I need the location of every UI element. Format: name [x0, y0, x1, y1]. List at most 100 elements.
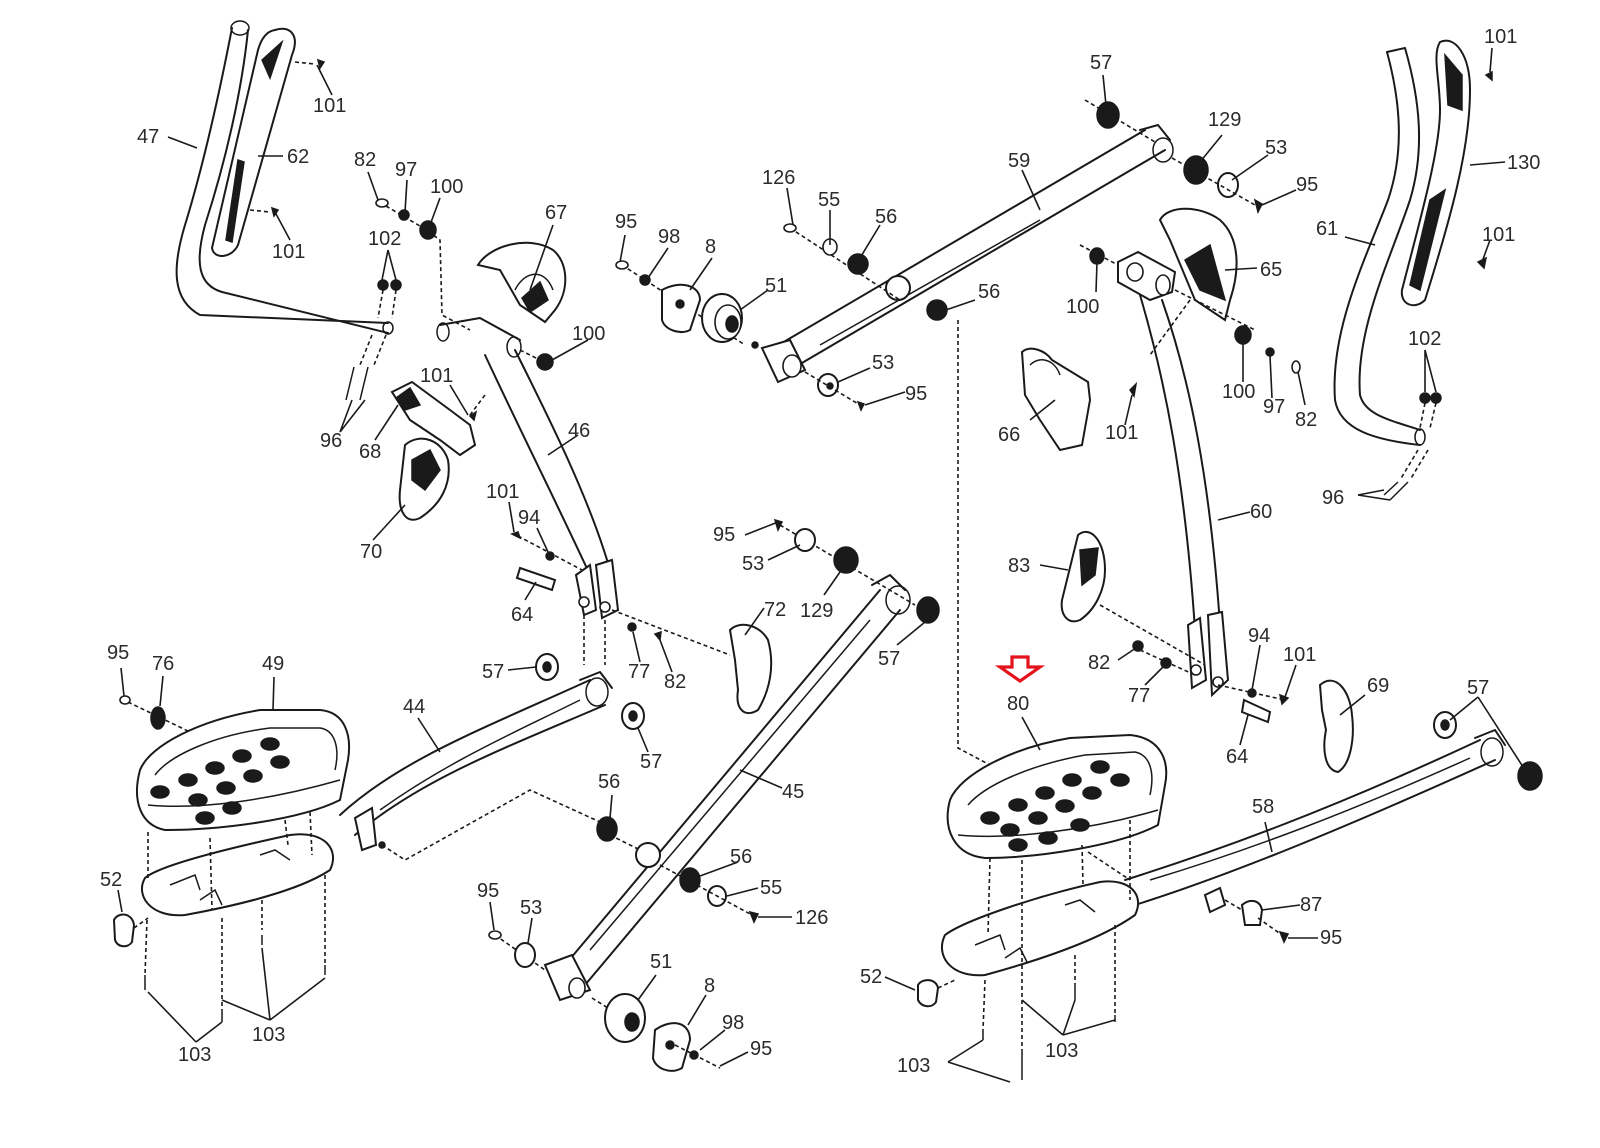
leader-lines — [117, 47, 1526, 1083]
callout-95: 95 — [477, 880, 499, 902]
callout-55: 55 — [818, 189, 840, 211]
pedal-base-plate-left — [112, 811, 335, 1022]
part-130-grip-right — [1400, 39, 1493, 307]
callout-102: 102 — [368, 228, 401, 250]
callout-103: 103 — [252, 1024, 285, 1046]
callout-96: 96 — [320, 430, 342, 452]
callout-82: 82 — [1088, 652, 1110, 674]
part-80-pedal-right — [946, 320, 1168, 860]
callout-labels: 47 62 101 101 82 97 100 102 67 100 96 68… — [100, 26, 1540, 1077]
callout-44: 44 — [403, 696, 425, 718]
callout-77: 77 — [628, 661, 650, 683]
callout-57: 57 — [482, 661, 504, 683]
part-45-lower-arm — [543, 574, 911, 1002]
part-62-grip-left — [211, 27, 296, 257]
part-68-pivot-cover — [390, 380, 486, 457]
callout-103: 103 — [897, 1055, 930, 1077]
callout-95: 95 — [107, 642, 129, 664]
callout-129: 129 — [1208, 109, 1241, 131]
part-47-upper-arm-left — [175, 20, 394, 335]
callout-126: 126 — [795, 907, 828, 929]
pedal-grip-dots-left — [150, 737, 290, 825]
roller-set-upper — [615, 99, 1263, 412]
callout-82: 82 — [354, 149, 376, 171]
callout-57: 57 — [640, 751, 662, 773]
part-59-arm — [751, 124, 1174, 384]
callout-77: 77 — [1128, 685, 1150, 707]
callout-95: 95 — [615, 211, 637, 233]
callout-56: 56 — [875, 206, 897, 228]
callout-72: 72 — [764, 599, 786, 621]
callout-83: 83 — [1008, 555, 1030, 577]
part-44-pedal-arm-left — [339, 653, 645, 861]
part-83-pivot-cover — [1060, 530, 1206, 666]
callout-101: 101 — [420, 365, 453, 387]
callout-129: 129 — [800, 600, 833, 622]
callout-82: 82 — [1295, 409, 1317, 431]
callout-87: 87 — [1300, 894, 1322, 916]
callout-94: 94 — [1248, 625, 1270, 647]
callout-80-highlighted: 80 — [1007, 693, 1029, 715]
callout-67: 67 — [545, 202, 567, 224]
callout-95: 95 — [1296, 174, 1318, 196]
callout-82: 82 — [664, 671, 686, 693]
callout-64: 64 — [1226, 746, 1248, 768]
callout-8: 8 — [705, 236, 716, 258]
callout-95: 95 — [713, 524, 735, 546]
callout-64: 64 — [511, 604, 533, 626]
callout-51: 51 — [765, 275, 787, 297]
part-46-upright-arm-left — [436, 317, 620, 620]
part-60-upright-arm-right — [1079, 244, 1301, 698]
callout-94: 94 — [518, 507, 540, 529]
part-70-pivot-cover — [398, 437, 450, 521]
callout-96: 96 — [1322, 487, 1344, 509]
callout-101: 101 — [272, 241, 305, 263]
callout-95: 95 — [1320, 927, 1342, 949]
callout-65: 65 — [1260, 259, 1282, 281]
callout-53: 53 — [872, 352, 894, 374]
callout-130: 130 — [1507, 152, 1540, 174]
callout-59: 59 — [1008, 150, 1030, 172]
callout-100: 100 — [572, 323, 605, 345]
callout-97: 97 — [395, 159, 417, 181]
callout-101: 101 — [1482, 224, 1515, 246]
callout-60: 60 — [1250, 501, 1272, 523]
callout-58: 58 — [1252, 796, 1274, 818]
callout-57: 57 — [1090, 52, 1112, 74]
callout-53: 53 — [520, 897, 542, 919]
callout-56: 56 — [730, 846, 752, 868]
callout-100: 100 — [1222, 381, 1255, 403]
part-72-pivot-cover — [728, 623, 773, 715]
callout-98: 98 — [722, 1012, 744, 1034]
callout-47: 47 — [137, 126, 159, 148]
callout-52: 52 — [860, 966, 882, 988]
callout-101: 101 — [1484, 26, 1517, 48]
callout-53: 53 — [742, 553, 764, 575]
callout-97: 97 — [1263, 396, 1285, 418]
callout-62: 62 — [287, 146, 309, 168]
callout-100: 100 — [1066, 296, 1099, 318]
callout-57: 57 — [1467, 677, 1489, 699]
highlight-arrow-down-icon — [994, 655, 1046, 683]
callout-101: 101 — [1105, 422, 1138, 444]
roller-set-lower — [488, 518, 940, 1072]
callout-53: 53 — [1265, 137, 1287, 159]
callout-69: 69 — [1367, 675, 1389, 697]
callout-8: 8 — [704, 975, 715, 997]
callout-52: 52 — [100, 869, 122, 891]
callout-46: 46 — [568, 420, 590, 442]
callout-61: 61 — [1316, 218, 1338, 240]
part-49-pedal-left — [119, 695, 350, 832]
callout-66: 66 — [998, 424, 1020, 446]
callout-100: 100 — [430, 176, 463, 198]
callout-76: 76 — [152, 653, 174, 675]
callout-57: 57 — [878, 648, 900, 670]
callout-101: 101 — [1283, 644, 1316, 666]
pedal-base-plate-right — [917, 820, 1140, 1080]
part-67-cover — [476, 241, 567, 324]
callout-101: 101 — [486, 481, 519, 503]
callout-95: 95 — [905, 383, 927, 405]
part-65-cover — [1158, 207, 1238, 322]
part-69-pivot-cover — [1318, 679, 1354, 774]
